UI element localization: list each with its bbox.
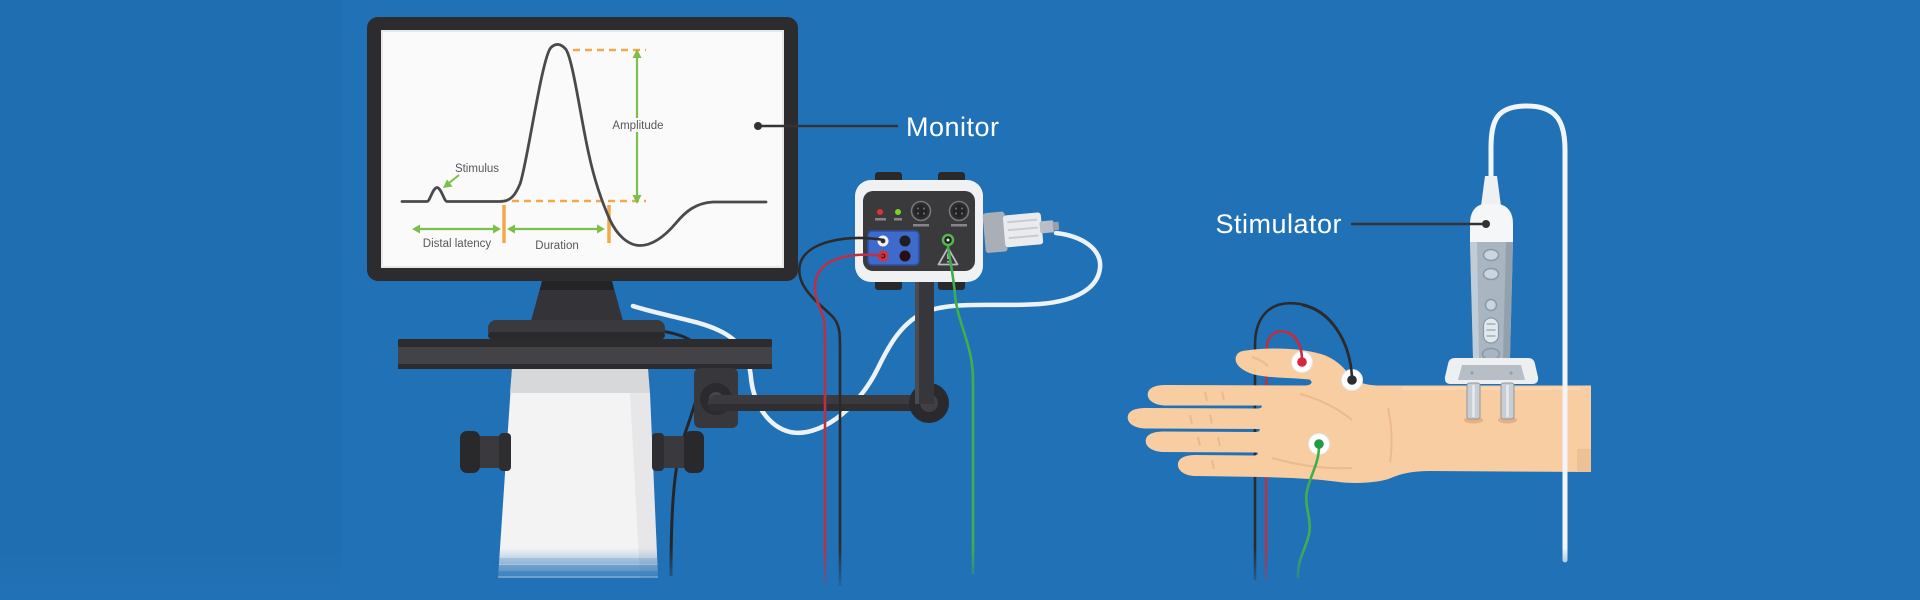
stimulator-cable xyxy=(1488,103,1568,563)
stimulator-thumbwheel xyxy=(1482,317,1500,344)
waveform-chart: Stimulus Amplitude Distal latency Durati… xyxy=(400,43,768,252)
red-electrode xyxy=(1288,332,1313,373)
power-cable xyxy=(639,327,704,577)
jack-port-icon xyxy=(899,235,911,247)
black-electrode xyxy=(1301,303,1363,391)
green-lead-wire xyxy=(946,245,975,574)
cart-knob-left xyxy=(460,431,511,473)
background-seam xyxy=(0,0,342,600)
stimulator-button xyxy=(1484,298,1498,312)
signal-trace xyxy=(400,43,768,247)
monitor-neck-shadow xyxy=(540,281,614,290)
black-lead-wire xyxy=(797,236,885,586)
stimulator-button xyxy=(1482,267,1500,281)
stimulator-device xyxy=(1444,176,1539,420)
stimulator-callout-label: Stimulator xyxy=(1215,209,1342,239)
monitor-screen xyxy=(381,30,784,268)
base-rivet xyxy=(1470,371,1474,375)
monitor-base-edge xyxy=(488,332,665,339)
stimulator-button xyxy=(1482,248,1500,262)
cart-knob-right xyxy=(652,431,704,473)
monitor-group: Stimulus Amplitude Distal latency Durati… xyxy=(367,17,1103,578)
monitor-neck xyxy=(531,281,623,321)
stimulator-body-shade xyxy=(1503,242,1513,358)
duration-label: Duration xyxy=(535,240,578,252)
arm-end-shade xyxy=(1577,449,1591,472)
amplifier-group xyxy=(694,172,1060,586)
amplifier-pole xyxy=(915,280,934,404)
stimulator-body-highlight xyxy=(1470,242,1479,358)
red-lead-wire xyxy=(813,253,885,586)
stimulator-prongs xyxy=(1466,382,1515,420)
base-rivet xyxy=(1509,371,1513,375)
support-arm-bar-shade xyxy=(708,404,932,411)
stimulator-group xyxy=(1444,103,1568,563)
power-led-label xyxy=(875,218,886,221)
jack-port-icon xyxy=(899,250,911,262)
din-port-icon xyxy=(910,200,932,227)
skin-creases xyxy=(1189,356,1393,470)
amplitude-label-bg xyxy=(610,118,665,132)
cart-pedestal xyxy=(492,369,662,578)
electrode-jack-panel xyxy=(867,230,920,266)
stimulus-label: Stimulus xyxy=(455,163,499,175)
patient-arm-group xyxy=(1127,301,1591,581)
monitor-callout: Monitor xyxy=(754,112,1000,142)
status-led-icon xyxy=(895,209,901,215)
bottom-fade xyxy=(0,548,1920,600)
stimulus-pointer xyxy=(443,174,460,188)
amplitude-label: Amplitude xyxy=(612,120,663,132)
status-led-label xyxy=(894,218,902,221)
duration-arrow xyxy=(507,224,605,234)
distal-latency-arrow xyxy=(412,224,501,234)
stimulator-base-inset xyxy=(1458,365,1525,380)
cart-desk xyxy=(398,339,772,369)
din-port-icon xyxy=(948,200,970,227)
amplifier-pole-highlight xyxy=(915,280,919,404)
stimulator-jack-center xyxy=(946,238,950,242)
monitor-callout-label: Monitor xyxy=(906,112,1000,142)
power-led-icon xyxy=(877,209,883,215)
hand-and-forearm xyxy=(1127,348,1591,483)
stimulator-head xyxy=(1470,204,1513,243)
stimulator-callout: Stimulator xyxy=(1215,209,1490,239)
vga-connector xyxy=(982,211,1060,253)
stimulator-neck xyxy=(1481,176,1501,206)
distal-latency-label: Distal latency xyxy=(423,238,492,250)
amplifier-device xyxy=(855,172,983,290)
